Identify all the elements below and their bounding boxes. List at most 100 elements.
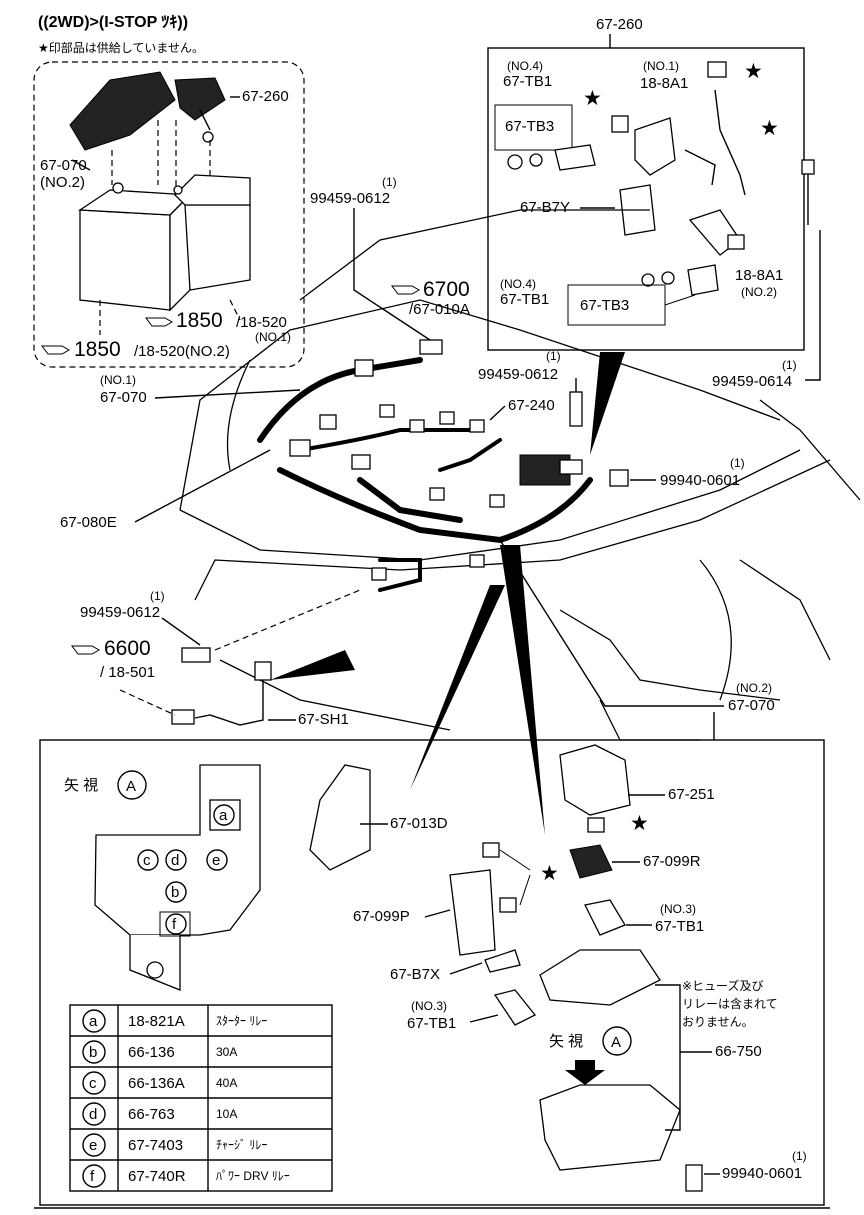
label-67-sh1: 67-SH1: [298, 711, 349, 728]
pointer-wedge: [270, 650, 355, 680]
table-key: c: [89, 1075, 97, 1092]
star-icon: ★: [540, 862, 559, 885]
label-18-8a1-no2: 18-8A1: [735, 267, 783, 284]
view-label-2: 矢 視: [549, 1033, 583, 1050]
label-67-080e: 67-080E: [60, 514, 117, 531]
label-67-b7y: 67-B7Y: [520, 199, 570, 216]
table-key: d: [89, 1106, 97, 1123]
ref-18-520-no2: /18-520(NO.2): [134, 343, 230, 360]
ref-1850-no2: 1850: [74, 338, 121, 361]
view-mark-2: A: [611, 1034, 621, 1051]
ref-18-501: / 18-501: [100, 664, 155, 681]
label-no4-b: (NO.4): [500, 277, 536, 291]
label-67-tb3-b: 67-TB3: [580, 297, 629, 314]
label-99459-0614: 99459-0614: [712, 373, 792, 390]
detail-parts-illustration: [309, 744, 703, 1192]
label-no2-inset: (NO.2): [741, 285, 777, 299]
label-67-tb1-no3a: 67-TB1: [655, 918, 704, 935]
label-67-240: 67-240: [508, 397, 555, 414]
parts-table: [69, 1004, 333, 1192]
qty-1-b: (1): [546, 349, 561, 363]
svg-text:★: ★: [760, 117, 779, 140]
label-67-251: 67-251: [668, 786, 715, 803]
qty-1-f: (1): [792, 1149, 807, 1163]
letter-d: d: [171, 852, 179, 869]
ref-6700: 6700: [423, 278, 470, 301]
label-18-8a1-no1: 18-8A1: [640, 75, 688, 92]
shield-harness-part: [119, 661, 272, 726]
label-no3-a: (NO.3): [660, 902, 696, 916]
label-99459-0612-b: 99459-0612: [478, 366, 558, 383]
letter-e: e: [212, 852, 220, 869]
battery-inset-frame: [33, 61, 305, 368]
qty-1-c: (1): [782, 358, 797, 372]
hand-pointer-icon: [145, 317, 174, 327]
bolt-part: [181, 647, 211, 663]
view-mark-circle: [117, 770, 147, 800]
table-code: 67-7403: [128, 1137, 183, 1154]
table-code: 67-740R: [128, 1168, 186, 1185]
label-99459-0612-d: 99459-0612: [80, 604, 160, 621]
inset-title: 67-260: [596, 16, 643, 33]
pointer-wedge: [410, 585, 505, 790]
battery-illustration: [69, 71, 251, 335]
label-no4-a: (NO.4): [507, 59, 543, 73]
table-desc: 40A: [216, 1076, 237, 1090]
label-no2-battery: (NO.2): [40, 174, 85, 191]
pointer-wedge: [500, 545, 545, 835]
label-67-070-main: 67-070: [100, 389, 147, 406]
table-desc: ｽﾀｰﾀｰ ﾘﾚｰ: [216, 1014, 267, 1028]
label-67-013d: 67-013D: [390, 815, 448, 832]
label-67-tb1-a: 67-TB1: [503, 73, 552, 90]
hand-pointer-icon: [41, 345, 71, 355]
label-67-070-battery: 67-070: [40, 157, 87, 174]
note-line-3: おりません。: [682, 1015, 754, 1029]
arrow-down-icon: [565, 1060, 605, 1085]
label-67-b7x: 67-B7X: [390, 966, 440, 983]
label-99940-0601-a: 99940-0601: [660, 472, 740, 489]
label-67-tb1-no3b: 67-TB1: [407, 1015, 456, 1032]
bolt-part: [569, 391, 583, 427]
table-code: 66-136A: [128, 1075, 185, 1092]
table-desc: 30A: [216, 1045, 237, 1059]
letter-a: a: [219, 807, 228, 824]
label-67-tb1-b: 67-TB1: [500, 291, 549, 308]
nut-part: [609, 469, 629, 487]
table-key: b: [89, 1044, 97, 1061]
ref-1850-no1: 1850: [176, 309, 223, 332]
table-code: 66-763: [128, 1106, 175, 1123]
qty-1-a: (1): [382, 175, 397, 189]
ref-no1-tag: (NO.1): [255, 330, 291, 344]
qty-1-d: (1): [730, 456, 745, 470]
svg-text:★: ★: [540, 862, 559, 885]
table-key: a: [89, 1013, 98, 1030]
inset-parts-illustration: [507, 61, 815, 296]
supply-note: ★印部品は供給していません。: [38, 40, 204, 55]
label-67-099r: 67-099R: [643, 853, 701, 870]
star-icon: ★: [760, 117, 779, 140]
table-code: 18-821A: [128, 1013, 185, 1030]
label-no1-main: (NO.1): [100, 373, 136, 387]
label-99459-0612-a: 99459-0612: [310, 190, 390, 207]
ref-18-520-no1: /18-520: [236, 314, 287, 331]
star-icon: ★: [744, 60, 763, 83]
table-desc: 10A: [216, 1107, 237, 1121]
svg-text:★: ★: [583, 87, 602, 110]
table-key: f: [90, 1168, 95, 1185]
ref-67-010a: /67-010A: [409, 301, 470, 318]
engine-harness: [257, 357, 593, 592]
label-66-750: 66-750: [715, 1043, 762, 1060]
star-icon: ★: [583, 87, 602, 110]
table-key: e: [89, 1137, 97, 1154]
letter-c: c: [143, 852, 151, 869]
pointer-wedge: [590, 352, 625, 455]
label-67-tb3-a: 67-TB3: [505, 118, 554, 135]
qty-1-e: (1): [150, 589, 165, 603]
label-no3-b: (NO.3): [411, 999, 447, 1013]
note-line-1: ※ヒューズ及び: [682, 978, 763, 993]
ref-6600: 6600: [104, 637, 151, 660]
star-icon: ★: [630, 812, 649, 835]
label-67-099p: 67-099P: [353, 908, 410, 925]
svg-text:★: ★: [744, 60, 763, 83]
view-label: 矢 視: [64, 777, 98, 794]
